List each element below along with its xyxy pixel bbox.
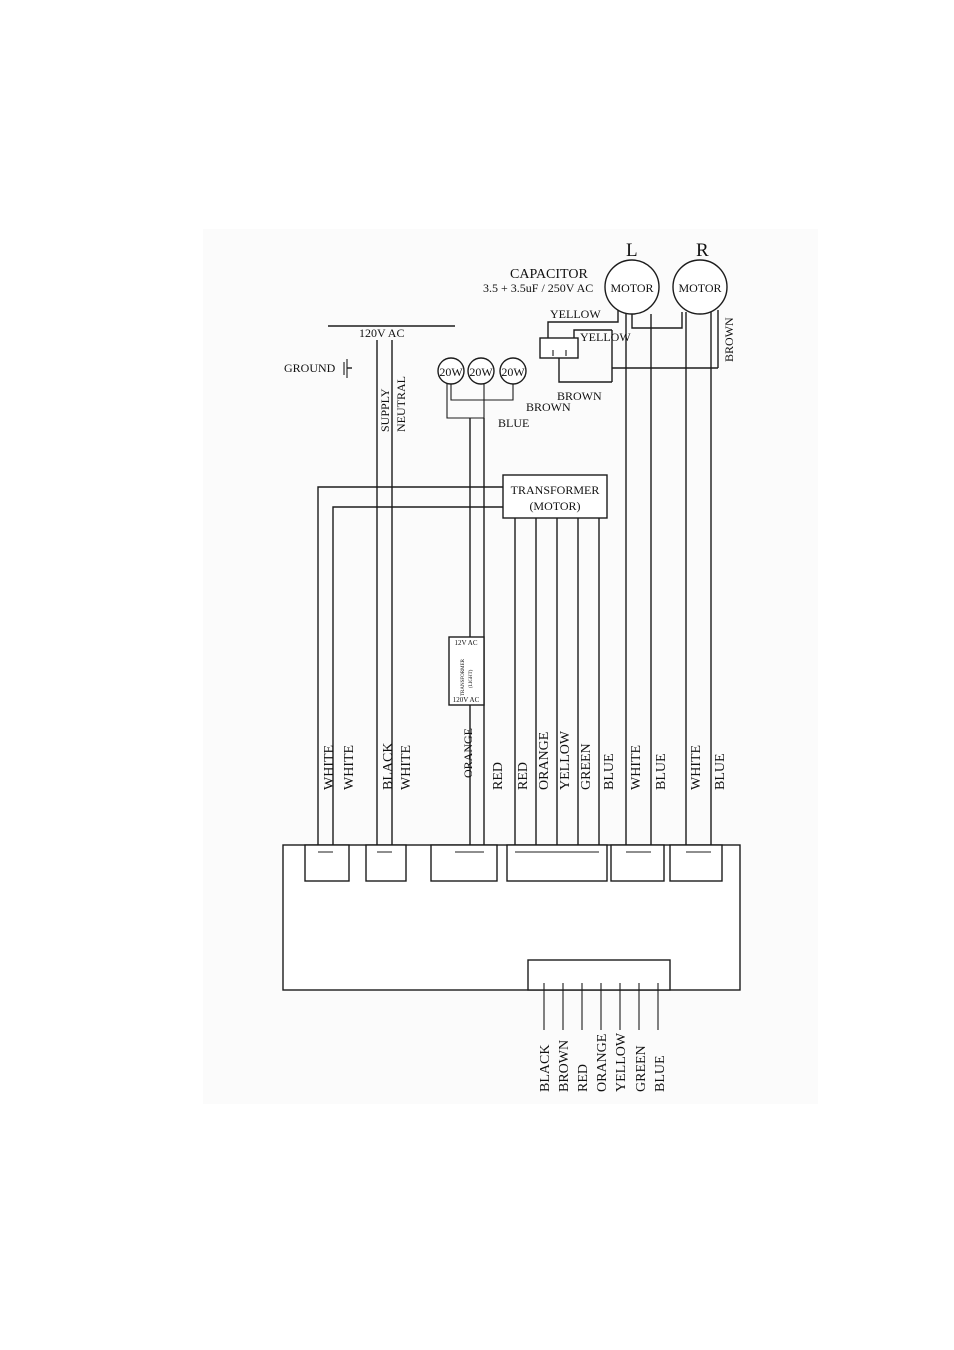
motor-left-label: MOTOR [610,281,653,295]
terminal-wire-label: BLUE [602,753,617,790]
terminal-wire-label: RED [516,762,531,790]
wire-label-brown: BROWN [526,400,571,414]
bottom-wire-labels: BLACK BROWN RED ORANGE YELLOW GREEN BLUE [538,1032,668,1092]
motor-left-letter: L [626,240,638,261]
bottom-wire-label: RED [576,1064,591,1092]
terminal-wire-label: WHITE [399,745,414,790]
lamp-label: 20W [469,365,493,379]
terminal-wire-label: ORANGE [537,732,552,790]
capacitor-rating: 3.5 + 3.5uF / 250V AC [483,281,593,295]
bottom-wire-label: BROWN [557,1040,572,1092]
terminal-wire-label: WHITE [342,745,357,790]
transformer-motor [502,474,608,519]
terminal-wire-label: RED [491,762,506,790]
wire-label-brown: BROWN [557,389,602,403]
wire-yellow [573,329,612,338]
wire-label-blue: BLUE [498,416,529,430]
connector-orange-red [430,844,498,882]
terminal-wire-labels: WHITE WHITE BLACK WHITE ORANGE RED RED O… [322,728,728,790]
terminal-wire-label: WHITE [689,745,704,790]
lamp [467,357,495,385]
terminal-wire-label: GREEN [579,743,594,790]
motor-right [672,259,728,315]
supply-label: SUPPLY [378,388,392,432]
connector-bottom [527,959,671,991]
transformer-motor-label: (MOTOR) [529,499,580,513]
wire-label-yellow: YELLOW [550,307,601,321]
terminal-wire-label: WHITE [629,745,644,790]
wire-brown [558,358,612,383]
neutral-label: NEUTRAL [394,376,408,432]
lamp-label: 20W [439,365,463,379]
wire-white-transformer [317,486,503,852]
wire-label-brown-motor: BROWN [722,317,736,362]
terminal-wire-label: ORANGE [461,728,475,778]
connector-motor-speed [506,844,608,882]
lamp-label: 20W [501,365,525,379]
transformer-light-name: TRANSFORMER [461,658,466,696]
bottom-wire-label: BLUE [653,1055,668,1092]
wire-white-transformer [332,506,503,852]
bottom-wire-label: YELLOW [614,1032,629,1092]
wire-lamp-brown [450,384,514,401]
transformer-motor-label: TRANSFORMER [511,483,600,497]
capacitor-title: CAPACITOR [510,267,588,282]
transformer-light-top: 12V AC [454,639,477,647]
terminal-wire-label: BLUE [654,753,669,790]
terminal-wire-label: YELLOW [558,730,573,790]
ground-label: GROUND [284,361,336,375]
motor-right-letter: R [696,240,709,261]
terminal-wire-label: BLUE [713,753,728,790]
motor-right-label: MOTOR [678,281,721,295]
capacitor-box [539,337,579,359]
bottom-wire-label: GREEN [634,1045,649,1092]
transformer-light [448,636,485,706]
connector-black-white [365,844,407,882]
wire-white [631,312,683,329]
connector-left-motor [610,844,665,882]
bottom-wire-label: BLACK [538,1045,553,1092]
wire-label-yellow: YELLOW [580,330,631,344]
connector-white-white [304,844,350,882]
connector-right-motor [669,844,723,882]
transformer-light-sub: (LIGHT) [469,669,474,688]
wire-yellow [547,310,619,338]
wire-lamp-blue [446,384,485,419]
supply-voltage: 120V AC [359,326,404,340]
terminal-wire-label: BLACK [381,743,396,790]
bottom-wire-label: ORANGE [595,1034,610,1092]
terminal-wire-label: WHITE [322,745,337,790]
transformer-light-bottom: 120V AC [453,696,480,704]
